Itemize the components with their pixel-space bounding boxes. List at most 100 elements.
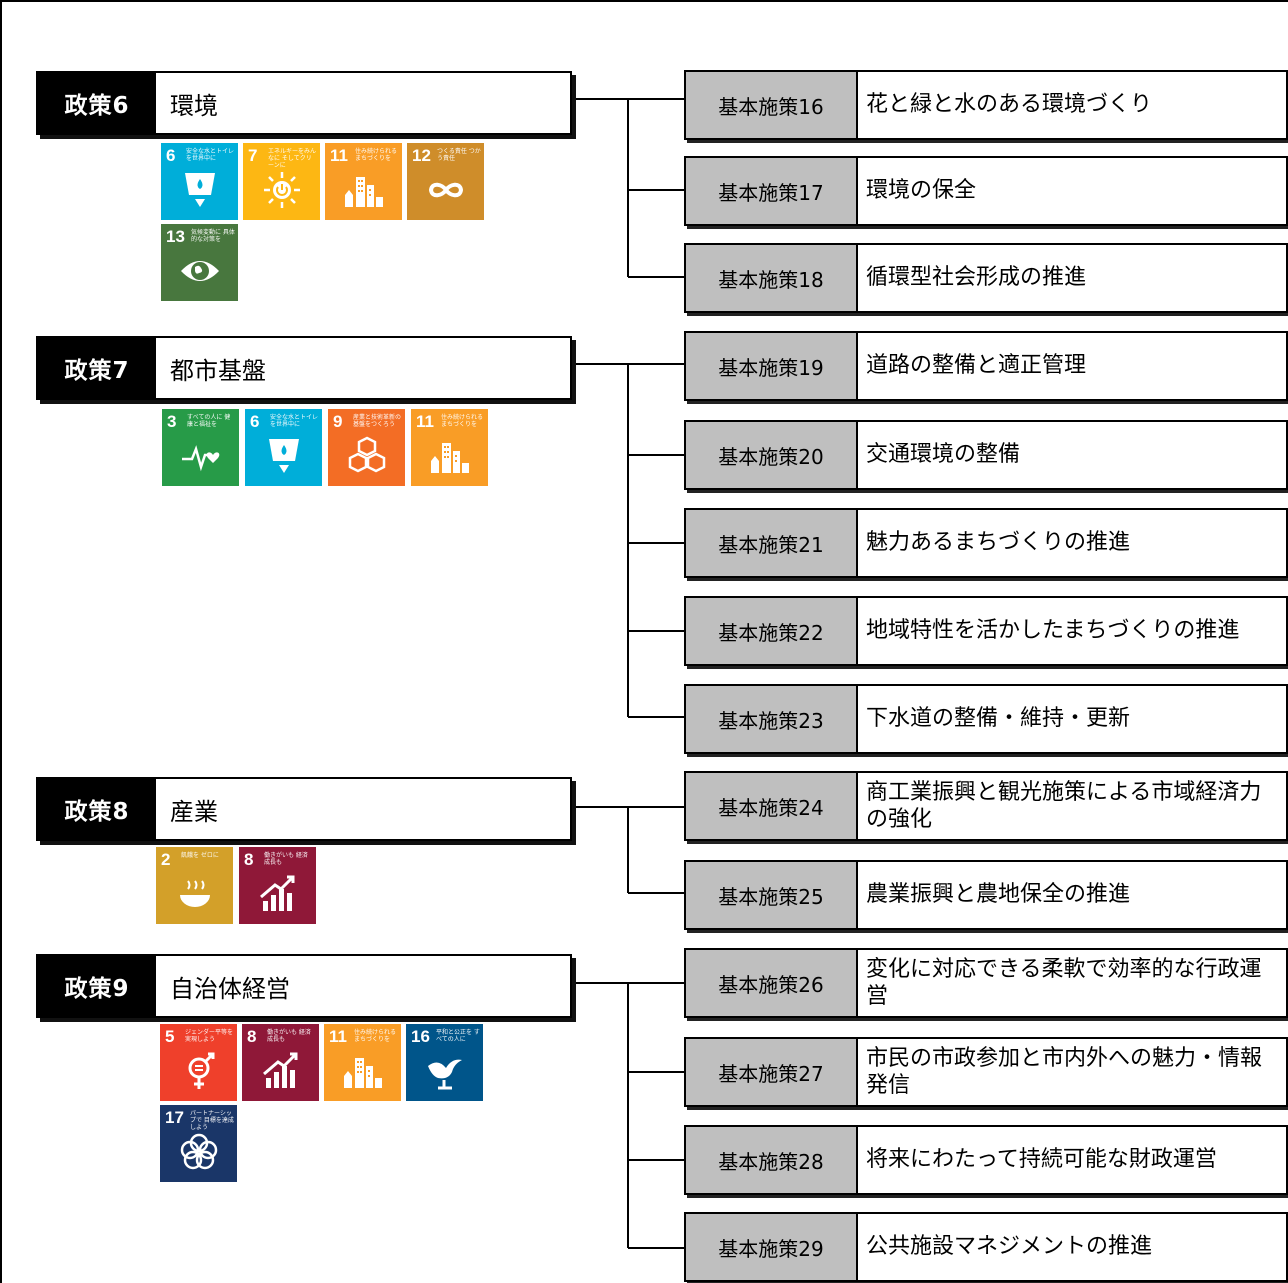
sdg-goal-number: 8 bbox=[244, 850, 254, 869]
policy-name: 環境 bbox=[170, 91, 218, 120]
policy-number: 政策9 bbox=[38, 956, 156, 1016]
growth-chart-icon bbox=[263, 1052, 298, 1088]
measure-name: 変化に対応できる柔軟で効率的な行政運営 bbox=[866, 956, 1262, 1010]
measure-number: 基本施策16 bbox=[686, 72, 858, 138]
measure-name: 市民の市政参加と市内外への魅力・情報発信 bbox=[866, 1045, 1263, 1099]
sdg-goal-8-icon: 8 働きがいも 経済成長も bbox=[239, 847, 316, 924]
policy-number: 政策8 bbox=[38, 779, 156, 839]
sdg-goal-5-icon: 5 ジェンダー平等を 実現しよう bbox=[160, 1024, 237, 1101]
sdg-goal-11-icon: 11 住み続けられる まちづくりを bbox=[411, 409, 488, 486]
sdg-goal-number: 5 bbox=[165, 1027, 175, 1046]
sdg-goal-title: 住み続けられる まちづくりを bbox=[354, 1029, 397, 1043]
measure-number: 基本施策18 bbox=[686, 245, 858, 311]
sdg-goal-number: 6 bbox=[250, 412, 260, 431]
water-drop-icon bbox=[269, 439, 299, 473]
sdg-goal-title: 飢餓を ゼロに bbox=[181, 852, 219, 859]
sdg-goal-number: 13 bbox=[166, 227, 185, 246]
measure-name: 商工業振興と観光施策による市域経済力の強化 bbox=[866, 779, 1262, 833]
water-drop-icon bbox=[185, 173, 215, 207]
frame-border-top bbox=[0, 0, 1288, 2]
measure-name: 魅力あるまちづくりの推進 bbox=[866, 530, 1131, 556]
frame-border-left bbox=[0, 0, 2, 1283]
measure-box-23: 基本施策23 下水道の整備・維持・更新 bbox=[684, 684, 1288, 754]
policy-name: 都市基盤 bbox=[170, 356, 266, 385]
heartbeat-icon bbox=[182, 445, 220, 472]
measure-box-19: 基本施策19 道路の整備と適正管理 bbox=[684, 331, 1288, 401]
sdg-goal-8-icon: 8 働きがいも 経済成長も bbox=[242, 1024, 319, 1101]
sdg-goal-title: 住み続けられる まちづくりを bbox=[441, 414, 484, 428]
measure-name: 公共施設マネジメントの推進 bbox=[866, 1234, 1153, 1260]
measure-name: 下水道の整備・維持・更新 bbox=[866, 706, 1131, 732]
measure-box-27: 基本施策27 市民の市政参加と市内外への魅力・情報発信 bbox=[684, 1037, 1288, 1107]
sdg-goal-11-icon: 11 住み続けられる まちづくりを bbox=[324, 1024, 401, 1101]
measure-name: 地域特性を活かしたまちづくりの推進 bbox=[866, 618, 1240, 644]
city-icon bbox=[344, 1058, 382, 1088]
sdg-goal-7-icon: 7 エネルギーをみんなに そしてクリーンに bbox=[243, 143, 320, 220]
sdg-goal-number: 2 bbox=[161, 850, 171, 869]
measure-box-22: 基本施策22 地域特性を活かしたまちづくりの推進 bbox=[684, 596, 1288, 666]
sdg-goal-title: 安全な水とトイレ を世界中に bbox=[270, 414, 319, 428]
policy-number: 政策6 bbox=[38, 73, 156, 133]
measure-number: 基本施策25 bbox=[686, 862, 858, 928]
sdg-goal-13-icon: 13 気候変動に 具体的な対策を bbox=[161, 224, 238, 301]
measure-name: 交通環境の整備 bbox=[866, 442, 1021, 468]
sdg-goal-number: 6 bbox=[166, 146, 176, 165]
sdg-goal-title: 安全な水とトイレ を世界中に bbox=[186, 148, 235, 162]
measure-box-25: 基本施策25 農業振興と農地保全の推進 bbox=[684, 860, 1288, 930]
sdg-goal-title: つくる責任 つかう責任 bbox=[437, 148, 481, 162]
measure-box-16: 基本施策16 花と緑と水のある環境づくり bbox=[684, 70, 1288, 140]
infinity-icon bbox=[428, 182, 464, 198]
measure-box-28: 基本施策28 将来にわたって持続可能な財政運営 bbox=[684, 1125, 1288, 1195]
sdg-goal-title: 働きがいも 経済成長も bbox=[267, 1029, 311, 1043]
policy-box-9: 政策9 自治体経営 bbox=[36, 954, 572, 1018]
sdg-goal-title: パートナーシップで 目標を達成しよう bbox=[190, 1110, 234, 1131]
measure-name: 環境の保全 bbox=[866, 178, 977, 204]
sdg-goal-title: エネルギーをみんなに そしてクリーンに bbox=[268, 148, 317, 169]
policy-name: 産業 bbox=[170, 797, 218, 826]
sdg-goal-6-icon: 6 安全な水とトイレ を世界中に bbox=[161, 143, 238, 220]
measure-number: 基本施策28 bbox=[686, 1127, 858, 1193]
sdg-goal-number: 9 bbox=[333, 412, 343, 431]
sdg-goal-number: 12 bbox=[412, 146, 431, 165]
sdg-goal-number: 3 bbox=[167, 412, 177, 431]
measure-number: 基本施策29 bbox=[686, 1214, 858, 1280]
sdg-goal-16-icon: 16 平和と公正を すべての人に bbox=[406, 1024, 483, 1101]
city-icon bbox=[345, 177, 383, 207]
measure-number: 基本施策23 bbox=[686, 686, 858, 752]
sdg-goal-title: 働きがいも 経済成長も bbox=[264, 852, 308, 866]
sdg-goal-title: ジェンダー平等を 実現しよう bbox=[185, 1029, 234, 1043]
measure-number: 基本施策17 bbox=[686, 158, 858, 224]
measure-name: 農業振興と農地保全の推進 bbox=[866, 882, 1131, 908]
sdg-goal-number: 16 bbox=[411, 1027, 430, 1046]
measure-box-26: 基本施策26 変化に対応できる柔軟で効率的な行政運営 bbox=[684, 948, 1288, 1018]
measure-name: 道路の整備と適正管理 bbox=[866, 353, 1087, 379]
sdg-goal-title: 住み続けられる まちづくりを bbox=[355, 148, 398, 162]
sdg-goal-2-icon: 2 飢餓を ゼロに bbox=[156, 847, 233, 924]
earth-eye-icon bbox=[181, 261, 219, 281]
sdg-goal-number: 11 bbox=[329, 1027, 347, 1046]
sdg-goal-number: 8 bbox=[247, 1027, 257, 1046]
measure-number: 基本施策21 bbox=[686, 510, 858, 576]
sdg-goal-title: 平和と公正を すべての人に bbox=[436, 1029, 480, 1043]
dove-icon bbox=[428, 1059, 462, 1090]
sun-power-icon bbox=[264, 172, 300, 208]
measure-number: 基本施策22 bbox=[686, 598, 858, 664]
policy-box-7: 政策7 都市基盤 bbox=[36, 336, 572, 400]
measure-name: 将来にわたって持続可能な財政運営 bbox=[866, 1147, 1217, 1173]
sdg-goal-6-icon: 6 安全な水とトイレ を世界中に bbox=[245, 409, 322, 486]
measure-box-20: 基本施策20 交通環境の整備 bbox=[684, 420, 1288, 490]
measure-number: 基本施策24 bbox=[686, 773, 858, 839]
sdg-goal-number: 17 bbox=[165, 1108, 184, 1127]
measure-name: 循環型社会形成の推進 bbox=[866, 265, 1087, 291]
policy-box-6: 政策6 環境 bbox=[36, 71, 572, 135]
measure-name: 花と緑と水のある環境づくり bbox=[866, 92, 1153, 118]
sdg-goal-number: 7 bbox=[248, 146, 258, 165]
sdg-goal-title: 気候変動に 具体的な対策を bbox=[191, 229, 235, 243]
gender-icon bbox=[188, 1052, 215, 1089]
sdg-goal-number: 11 bbox=[416, 412, 434, 431]
bowl-icon bbox=[180, 880, 210, 907]
flower-rings-icon bbox=[180, 1133, 218, 1170]
